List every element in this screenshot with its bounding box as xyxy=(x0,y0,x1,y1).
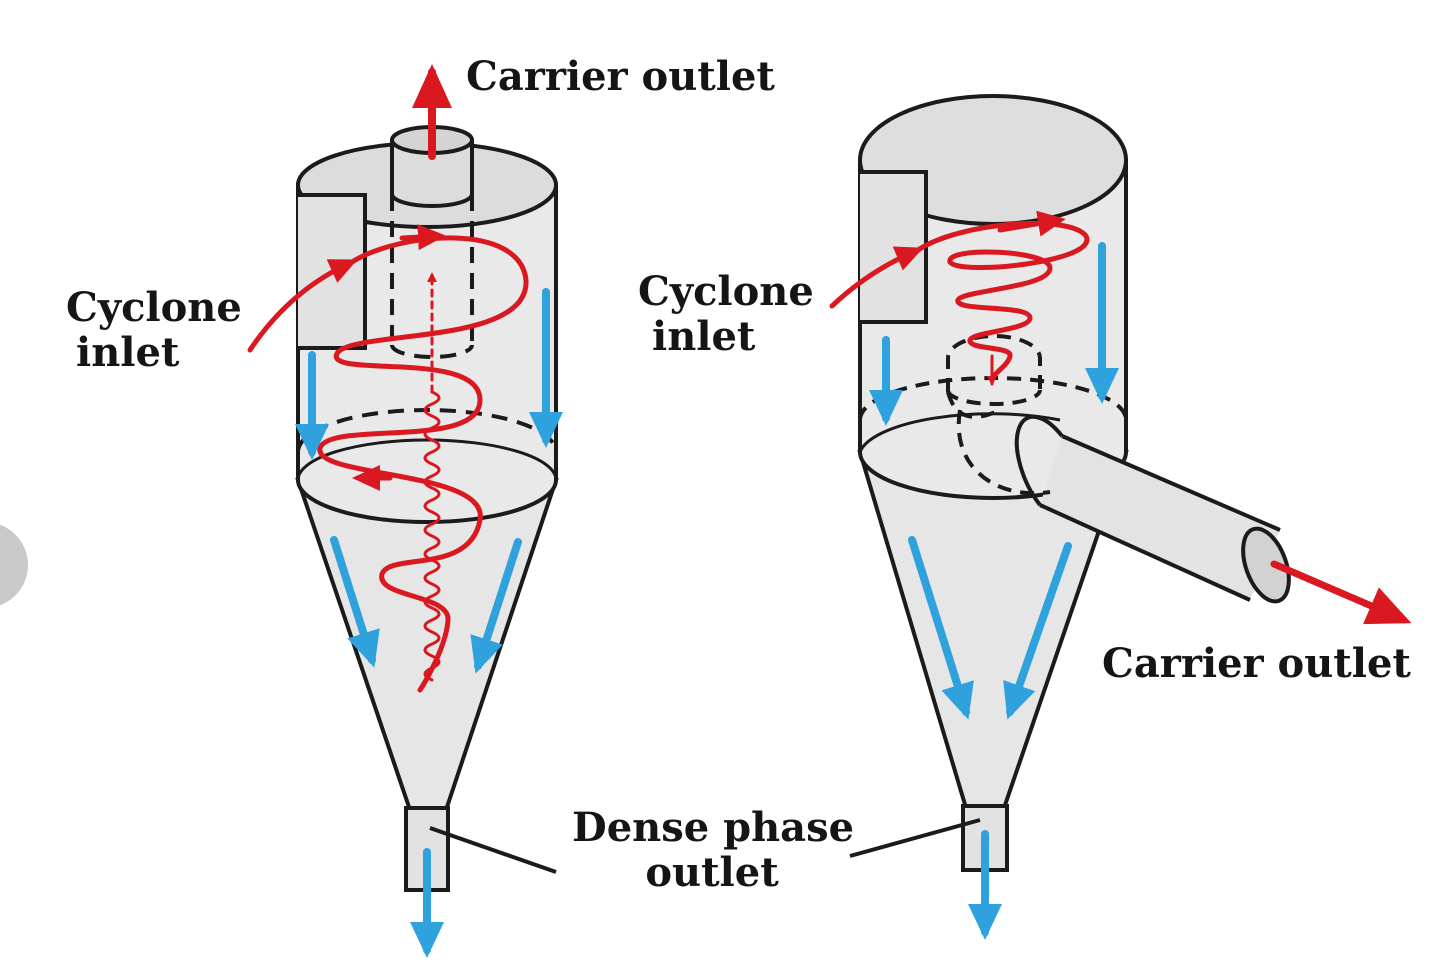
left-particle-flow xyxy=(295,288,563,958)
right-outlet-pipe xyxy=(1040,436,1280,600)
right-inlet-arrow xyxy=(829,246,924,309)
right-outlet-pipe-end xyxy=(1241,526,1291,604)
right-inlet-box xyxy=(860,170,928,324)
left-vortex-flow xyxy=(247,64,529,693)
left-core-flow xyxy=(423,390,441,682)
left-cyclone-inlet-label: Cyclone inlet xyxy=(66,284,242,376)
dense-phase-leaders xyxy=(429,818,981,874)
left-carrier-outlet-label: Carrier outlet xyxy=(466,53,775,100)
right-carrier-outlet-label: Carrier outlet xyxy=(1102,640,1411,687)
right-carrier-outlet-arrow xyxy=(1270,560,1412,625)
left-inlet-arrow xyxy=(247,259,358,353)
right-cyclone-inlet-label: Cyclone inlet xyxy=(638,268,814,360)
right-vortex-flow xyxy=(829,210,1412,625)
right-particle-flow xyxy=(869,242,1119,940)
right-cyclone xyxy=(857,94,1291,872)
dense-phase-outlet-label: Dense phase outlet xyxy=(572,804,855,896)
